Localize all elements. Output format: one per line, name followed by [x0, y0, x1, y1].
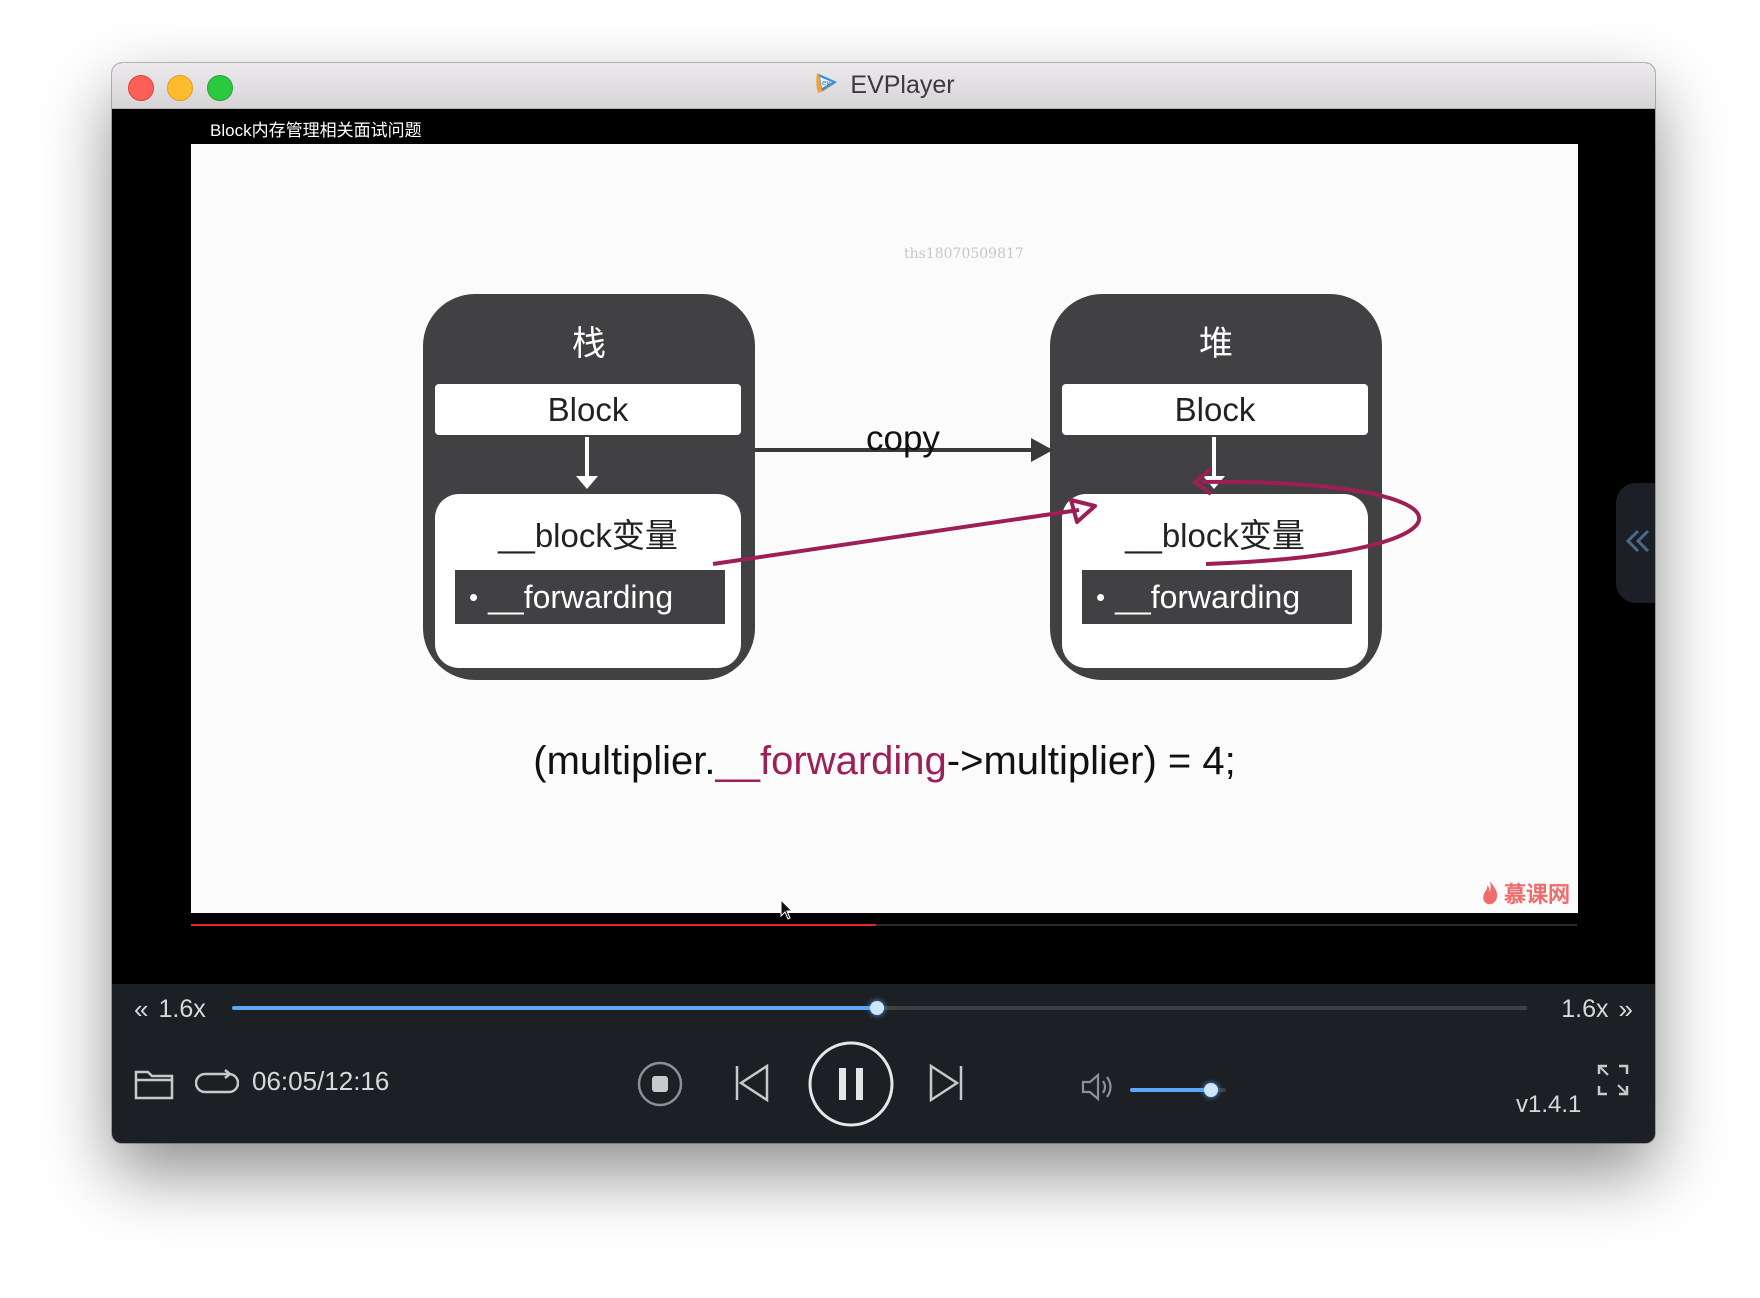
- speed-decrease[interactable]: « 1.6x: [134, 994, 206, 1025]
- heap-forwarding-label: __forwarding: [1115, 578, 1301, 615]
- version-label: v1.4.1: [1516, 1091, 1582, 1118]
- volume-icon: [1081, 1072, 1112, 1102]
- mouse-cursor-icon: [780, 899, 794, 920]
- double-chevron-left-icon: [1625, 529, 1650, 553]
- stop-icon: [637, 1061, 683, 1107]
- speed-row: « 1.6x 1.6x »: [112, 984, 1655, 1032]
- volume-fill: [1130, 1088, 1211, 1092]
- heap-self-forwarding-arrow: [1200, 479, 1422, 566]
- video-title: Block内存管理相关面试问题: [210, 121, 422, 140]
- seek-thumb[interactable]: [869, 1001, 884, 1015]
- next-button[interactable]: [926, 1062, 966, 1104]
- mute-button[interactable]: [1080, 1070, 1118, 1104]
- stack-block-variable: __block变量 • __forwarding: [435, 494, 741, 668]
- folder-icon: [134, 1070, 174, 1100]
- seek-bar[interactable]: [232, 1001, 1527, 1015]
- time-display: 06:05/12:16: [252, 1066, 390, 1096]
- speed-increase[interactable]: 1.6x »: [1561, 994, 1633, 1025]
- formula: (multiplier.__forwarding->multiplier) = …: [191, 739, 1578, 784]
- brand-text: 慕课网: [1503, 882, 1570, 907]
- stop-button[interactable]: [636, 1060, 684, 1108]
- fullscreen-icon: [1597, 1064, 1629, 1096]
- stack-forwarding-label: __forwarding: [488, 578, 674, 615]
- playlist-toggle[interactable]: [1616, 483, 1655, 603]
- title-bar[interactable]: ev EVPlayer: [112, 63, 1655, 109]
- previous-icon: [735, 1063, 769, 1103]
- playback-progress-fill: [191, 924, 876, 926]
- stack-to-heap-forwarding-arrow: [712, 508, 1080, 566]
- playback-progress-track: [191, 924, 1577, 926]
- heap-forwarding-field: • __forwarding: [1082, 570, 1352, 624]
- heap-title: 堆: [1199, 325, 1233, 363]
- copy-label: copy: [866, 419, 940, 458]
- flame-icon: [1483, 881, 1498, 905]
- speed-left-label: 1.6x: [158, 995, 206, 1023]
- minimize-window-button[interactable]: [167, 75, 193, 101]
- brand-logo: 慕课网: [1480, 877, 1570, 909]
- window-title: EVPlayer: [850, 71, 955, 99]
- heap-block-variable: __block变量 • __forwarding: [1062, 494, 1368, 668]
- video-area[interactable]: Block内存管理相关面试问题 ths18070509817 栈 Block _…: [112, 109, 1655, 984]
- control-bar: « 1.6x 1.6x »: [112, 984, 1655, 1143]
- watermark: ths18070509817: [904, 246, 1024, 262]
- bullet-icon: •: [1096, 581, 1106, 612]
- stack-block-label: Block: [435, 384, 741, 435]
- loop-icon: [195, 1069, 239, 1094]
- formula-prefix: (multiplier.: [533, 739, 716, 783]
- open-folder-button[interactable]: [134, 1068, 174, 1100]
- heap-block-label: Block: [1062, 384, 1368, 435]
- video-frame: ths18070509817 栈 Block __block变量 • __for…: [191, 144, 1578, 913]
- loop-button[interactable]: [195, 1068, 239, 1098]
- app-logo-icon: ev: [812, 69, 840, 102]
- player-window: ev EVPlayer Block内存管理相关面试问题 ths180705098…: [112, 63, 1655, 1143]
- copy-arrow-head: [1031, 438, 1053, 462]
- speed-right-label: 1.6x: [1561, 995, 1609, 1023]
- formula-suffix: ->multiplier) = 4;: [946, 739, 1236, 783]
- stack-to-heap-arrowhead: [1069, 498, 1097, 524]
- double-chevron-left-icon[interactable]: «: [134, 994, 149, 1024]
- stack-down-arrow: [576, 437, 598, 489]
- stack-title: 栈: [572, 325, 606, 363]
- previous-button[interactable]: [732, 1062, 772, 1104]
- heap-variable-label: __block变量: [1125, 517, 1305, 554]
- volume-slider[interactable]: [1130, 1083, 1226, 1097]
- stack-box: 栈 Block __block变量 • __forwarding: [423, 294, 755, 680]
- pause-icon: [808, 1041, 894, 1127]
- bullet-icon: •: [469, 581, 479, 612]
- diagram-arrows: [712, 438, 1422, 566]
- double-chevron-right-icon[interactable]: »: [1618, 994, 1633, 1024]
- close-window-button[interactable]: [128, 75, 154, 101]
- seek-fill: [232, 1006, 877, 1010]
- fullscreen-button[interactable]: [1597, 1064, 1629, 1096]
- heap-self-arrowhead: [1193, 467, 1213, 496]
- button-row: 06:05/12:16: [112, 1032, 1655, 1143]
- volume-thumb[interactable]: [1203, 1083, 1218, 1097]
- pause-button[interactable]: [807, 1040, 895, 1128]
- next-icon: [929, 1063, 963, 1103]
- svg-text:ev: ev: [822, 79, 831, 87]
- stack-variable-label: __block变量: [498, 517, 678, 554]
- zoom-window-button[interactable]: [207, 75, 233, 101]
- stack-forwarding-field: • __forwarding: [455, 570, 725, 624]
- formula-accent: __forwarding: [715, 739, 947, 783]
